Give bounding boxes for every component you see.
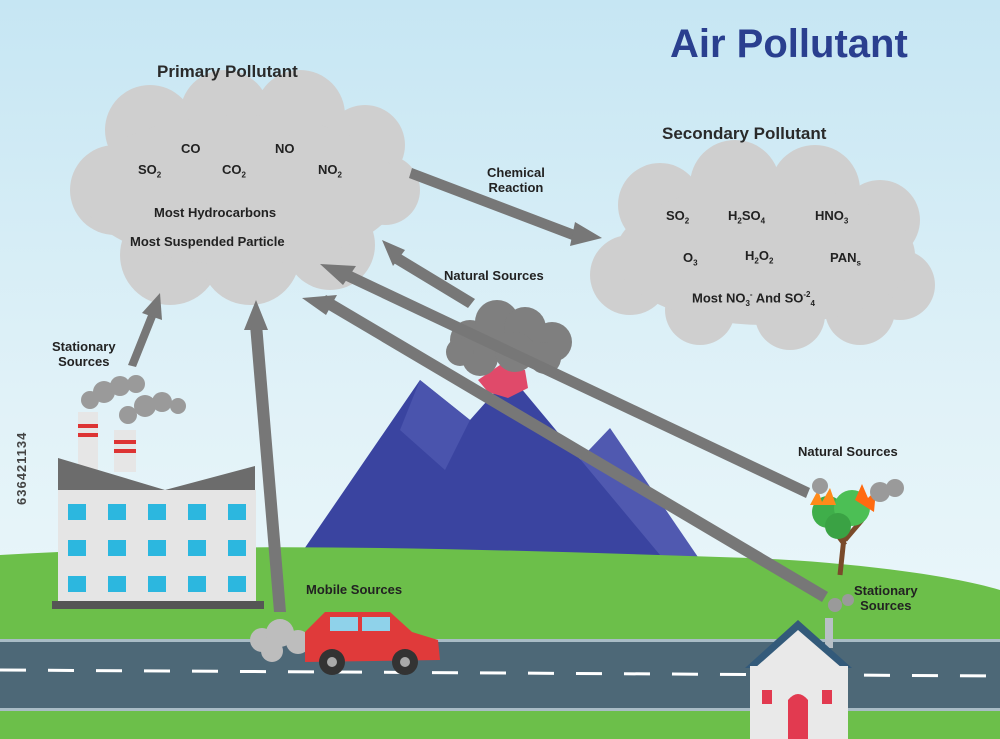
primary-so2: SO2	[138, 162, 162, 180]
house	[745, 594, 854, 739]
secondary-so2: SO2	[666, 208, 690, 226]
stock-id-text: 636421134	[14, 431, 29, 505]
secondary-h2so4: H2SO4	[728, 208, 766, 226]
volcano-smoke	[446, 300, 572, 376]
primary-pollutant-heading: Primary Pollutant	[157, 62, 298, 81]
car	[250, 612, 440, 675]
mountains	[300, 365, 700, 560]
natural-sources-volcano-label: Natural Sources	[444, 268, 544, 283]
secondary-nitrate-sulfate: Most NO3- And SO-24	[692, 290, 815, 308]
secondary-cloud	[590, 140, 935, 350]
primary-no: NO	[275, 141, 295, 156]
secondary-o3: O3	[683, 250, 698, 268]
arrows	[128, 168, 828, 612]
primary-co2: CO2	[222, 162, 246, 180]
primary-no2: NO2	[318, 162, 342, 180]
road	[0, 639, 1000, 711]
secondary-h2o2: H2O2	[745, 248, 774, 266]
natural-sources-tree-label: Natural Sources	[798, 444, 898, 459]
diagram-title: Air Pollutant	[670, 22, 908, 66]
mobile-sources-label: Mobile Sources	[306, 582, 403, 597]
burning-tree	[810, 478, 904, 576]
primary-suspended-particle: Most Suspended Particle	[130, 234, 285, 249]
primary-cloud	[70, 70, 420, 305]
primary-co: CO	[181, 141, 201, 156]
secondary-pans: PANs	[830, 250, 861, 268]
primary-hydrocarbons: Most Hydrocarbons	[154, 205, 277, 220]
secondary-hno3: HNO3	[815, 208, 849, 226]
factory	[52, 375, 264, 609]
secondary-pollutant-heading: Secondary Pollutant	[662, 124, 827, 143]
